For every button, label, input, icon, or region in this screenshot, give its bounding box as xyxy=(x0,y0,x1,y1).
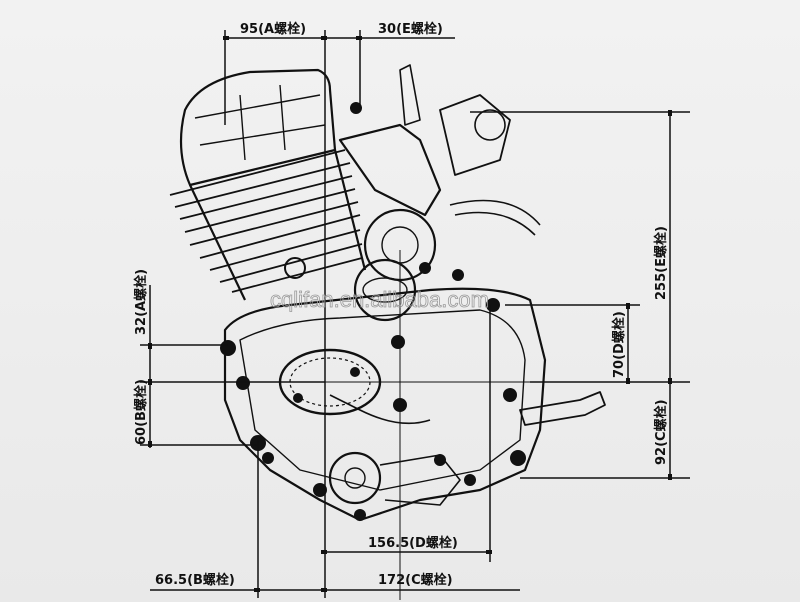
dim-top-right-30: 30(E螺栓) xyxy=(378,21,443,37)
dim-top-left-95: 95(A螺栓) xyxy=(240,21,306,37)
dimension-lines xyxy=(140,30,690,600)
dim-bottom-156-5: 156.5(D螺栓) xyxy=(368,535,458,551)
engine-outline xyxy=(169,64,606,522)
dim-bottom-172: 172(C螺栓) xyxy=(378,572,453,588)
dimension-arrows xyxy=(148,36,672,592)
watermark: cqlifan.en.alibaba.com xyxy=(270,287,489,312)
dim-bottom-66-5: 66.5(B螺栓) xyxy=(155,572,235,588)
bolt-heads xyxy=(220,102,526,521)
dim-right-92: 92(C螺栓) xyxy=(653,399,669,465)
cylinder-fins xyxy=(169,149,363,293)
dim-left-32: 32(A螺栓) xyxy=(133,269,149,335)
dim-right-255: 255(E螺栓) xyxy=(653,226,669,300)
dim-right-70: 70(D螺栓) xyxy=(611,311,627,378)
dim-left-60: 60(B螺栓) xyxy=(133,379,149,445)
